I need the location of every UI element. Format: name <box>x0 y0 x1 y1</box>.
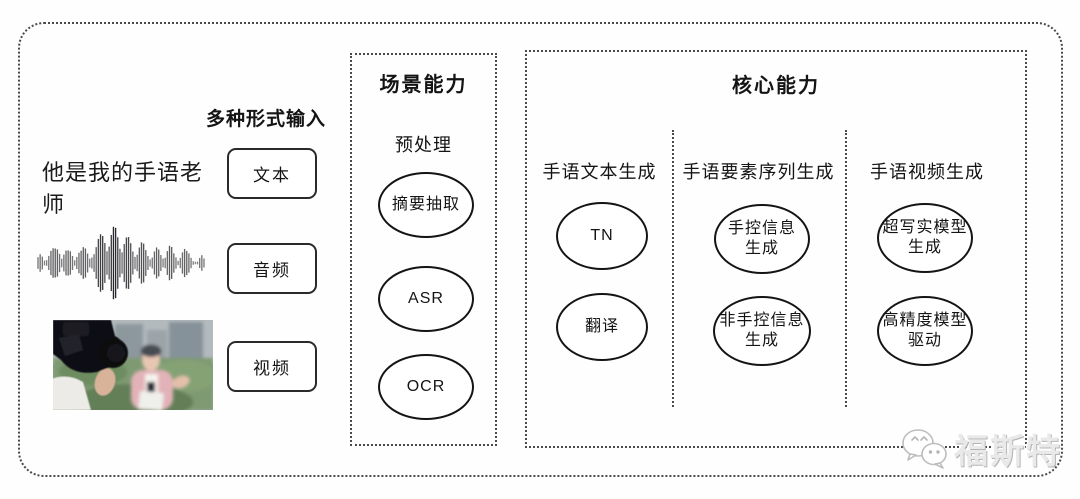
node-tn: TN <box>556 202 648 270</box>
node-ocr: OCR <box>378 354 474 420</box>
column-header-sign-text: 手语文本生成 <box>542 162 657 182</box>
node-summary-extraction: 摘要抽取 <box>378 172 474 238</box>
core-panel-title: 核心能力 <box>732 75 820 97</box>
preprocess-label: 预处理 <box>395 135 452 155</box>
watermark-brand-text: 福斯特 <box>954 433 1062 471</box>
node-hyperrealistic-model-generation: 超写实模型 生成 <box>877 203 973 273</box>
column-header-sign-element-sequence: 手语要素序列生成 <box>682 162 835 182</box>
audio-type-box: 音频 <box>227 243 317 294</box>
input-section-title: 多种形式输入 <box>206 109 327 130</box>
node-high-precision-model-driving: 高精度模型 驱动 <box>877 296 973 366</box>
wechat-logo-icon <box>902 428 947 469</box>
video-thumbnail <box>53 320 213 410</box>
core-capability-panel: 核心能力 手语文本生成 手语要素序列生成 手语视频生成 TN 翻译 手控信息 生… <box>525 50 1027 448</box>
video-type-label: 视频 <box>253 359 291 378</box>
audio-waveform-icon <box>37 226 205 300</box>
audio-type-label: 音频 <box>253 261 291 280</box>
camera-interview-illustration <box>53 320 213 410</box>
node-manual-info-generation: 手控信息 生成 <box>714 204 810 274</box>
column-divider <box>845 130 847 407</box>
node-asr: ASR <box>378 266 474 332</box>
text-input-sample: 他是我的手语老师 <box>42 160 204 217</box>
text-type-label: 文本 <box>253 166 291 185</box>
watermark: 福斯特 <box>898 424 1062 473</box>
node-translation: 翻译 <box>556 293 648 361</box>
node-non-manual-info-generation: 非手控信息 生成 <box>713 296 811 366</box>
scene-capability-panel: 场景能力 预处理 摘要抽取 ASR OCR <box>350 53 497 446</box>
outer-dotted-border <box>18 22 1063 477</box>
video-type-box: 视频 <box>227 341 317 392</box>
scene-panel-title: 场景能力 <box>379 74 468 96</box>
column-divider <box>672 130 674 407</box>
column-header-sign-video: 手语视频生成 <box>870 162 984 182</box>
text-type-box: 文本 <box>227 148 317 199</box>
